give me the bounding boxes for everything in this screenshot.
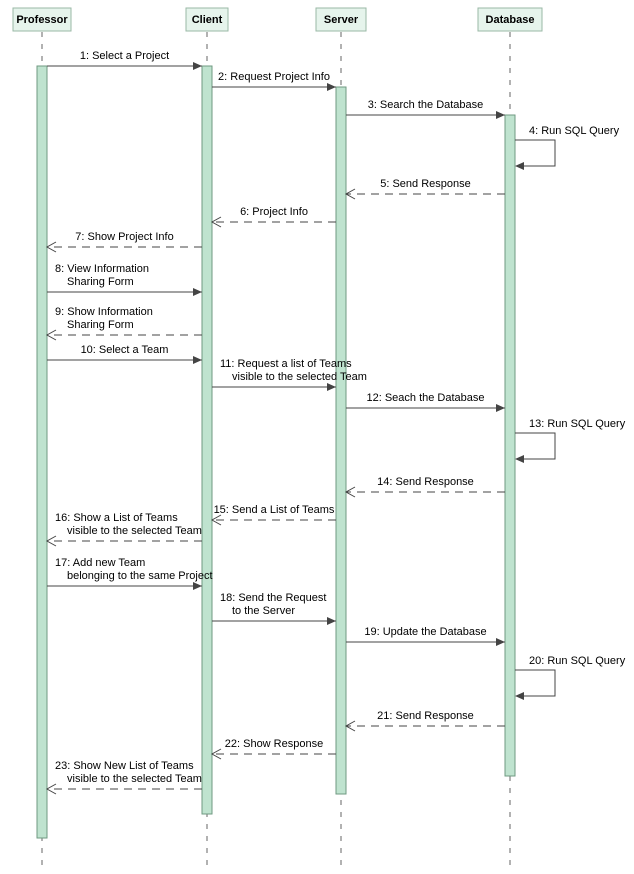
arrowhead [496,111,505,119]
participant-label-server: Server [324,14,359,26]
participant-label-professor: Professor [16,14,68,26]
message-label: Sharing Form [67,276,134,288]
message-14: 14: Send Response [344,476,505,498]
message-label: 17: Add new Team [55,557,145,569]
message-15: 15: Send a List of Teams [210,504,336,526]
message-label: 1: Select a Project [80,50,169,62]
message-label: to the Server [232,605,295,617]
message-label: visible to the selected Team [67,525,202,537]
message-label: 4: Run SQL Query [529,125,620,137]
message-1: 1: Select a Project [47,50,202,70]
arrowhead [210,514,222,526]
message-6: 6: Project Info [210,206,336,228]
message-label: belonging to the same Project [67,570,213,582]
message-label: visible to the selected Team [232,371,367,383]
arrowhead [496,638,505,646]
activation-bar-client [201,65,213,815]
self-message-line [515,669,556,697]
self-message-line [515,432,556,460]
message-label: 7: Show Project Info [75,231,173,243]
message-label: visible to the selected Team [67,773,202,785]
message-label: 8: View Information [55,263,149,275]
arrowhead [45,241,57,253]
arrowhead [193,356,202,364]
message-2: 2: Request Project Info [212,71,336,91]
message-10: 10: Select a Team [47,344,202,364]
message-label: 11: Request a list of Teams [220,358,352,370]
message-label: 18: Send the Request [220,592,326,604]
messages: 1: Select a Project 2: Request Project In… [45,50,626,795]
activation-bar-professor [36,65,48,839]
message-label: 13: Run SQL Query [529,418,626,430]
message-7: 7: Show Project Info [45,231,202,253]
participant-box-client [185,7,229,32]
activation-bar-server [335,86,347,795]
arrowhead [344,720,356,732]
arrowhead [327,383,336,391]
arrowhead [515,455,524,463]
message-label: 23: Show New List of Teams [55,760,194,772]
message-label: 16: Show a List of Teams [55,512,178,524]
arrowhead [193,582,202,590]
activation-bar-database [504,114,516,777]
participant-label-client: Client [192,14,223,26]
self-message-line [515,139,556,167]
arrowhead [193,62,202,70]
arrowhead [327,83,336,91]
message-4: 4: Run SQL Query [515,125,620,170]
arrowhead [193,288,202,296]
arrowhead [515,692,524,700]
message-12: 12: Seach the Database [346,392,505,412]
message-label: 2: Request Project Info [218,71,330,83]
message-label: 5: Send Response [380,178,471,190]
message-label: 15: Send a List of Teams [214,504,335,516]
message-label: 19: Update the Database [364,626,486,638]
message-21: 21: Send Response [344,710,505,732]
participant-headers: Professor Client Server Database [12,7,543,32]
message-label: 21: Send Response [377,710,474,722]
activations [36,65,516,839]
message-label: Sharing Form [67,319,134,331]
message-label: 3: Search the Database [368,99,484,111]
message-label: 6: Project Info [240,206,308,218]
message-5: 5: Send Response [344,178,505,200]
arrowhead [344,188,356,200]
message-label: 20: Run SQL Query [529,655,626,667]
arrowhead [327,617,336,625]
participant-label-database: Database [486,14,535,26]
arrowhead [210,748,222,760]
message-19: 19: Update the Database [346,626,505,646]
arrowhead [210,216,222,228]
message-22: 22: Show Response [210,738,336,760]
arrowhead [515,162,524,170]
arrowhead [45,329,57,341]
message-label: 22: Show Response [225,738,323,750]
arrowhead [45,535,57,547]
message-20: 20: Run SQL Query [515,655,626,700]
message-13: 13: Run SQL Query [515,418,626,463]
arrowhead [344,486,356,498]
message-label: 10: Select a Team [81,344,169,356]
participant-box-professor [12,7,72,32]
message-label: 9: Show Information [55,306,153,318]
participant-box-server [315,7,367,32]
message-label: 14: Send Response [377,476,474,488]
arrowhead [45,783,57,795]
message-3: 3: Search the Database [346,99,505,119]
arrowhead [496,404,505,412]
message-label: 12: Seach the Database [366,392,484,404]
participant-box-database [477,7,543,32]
